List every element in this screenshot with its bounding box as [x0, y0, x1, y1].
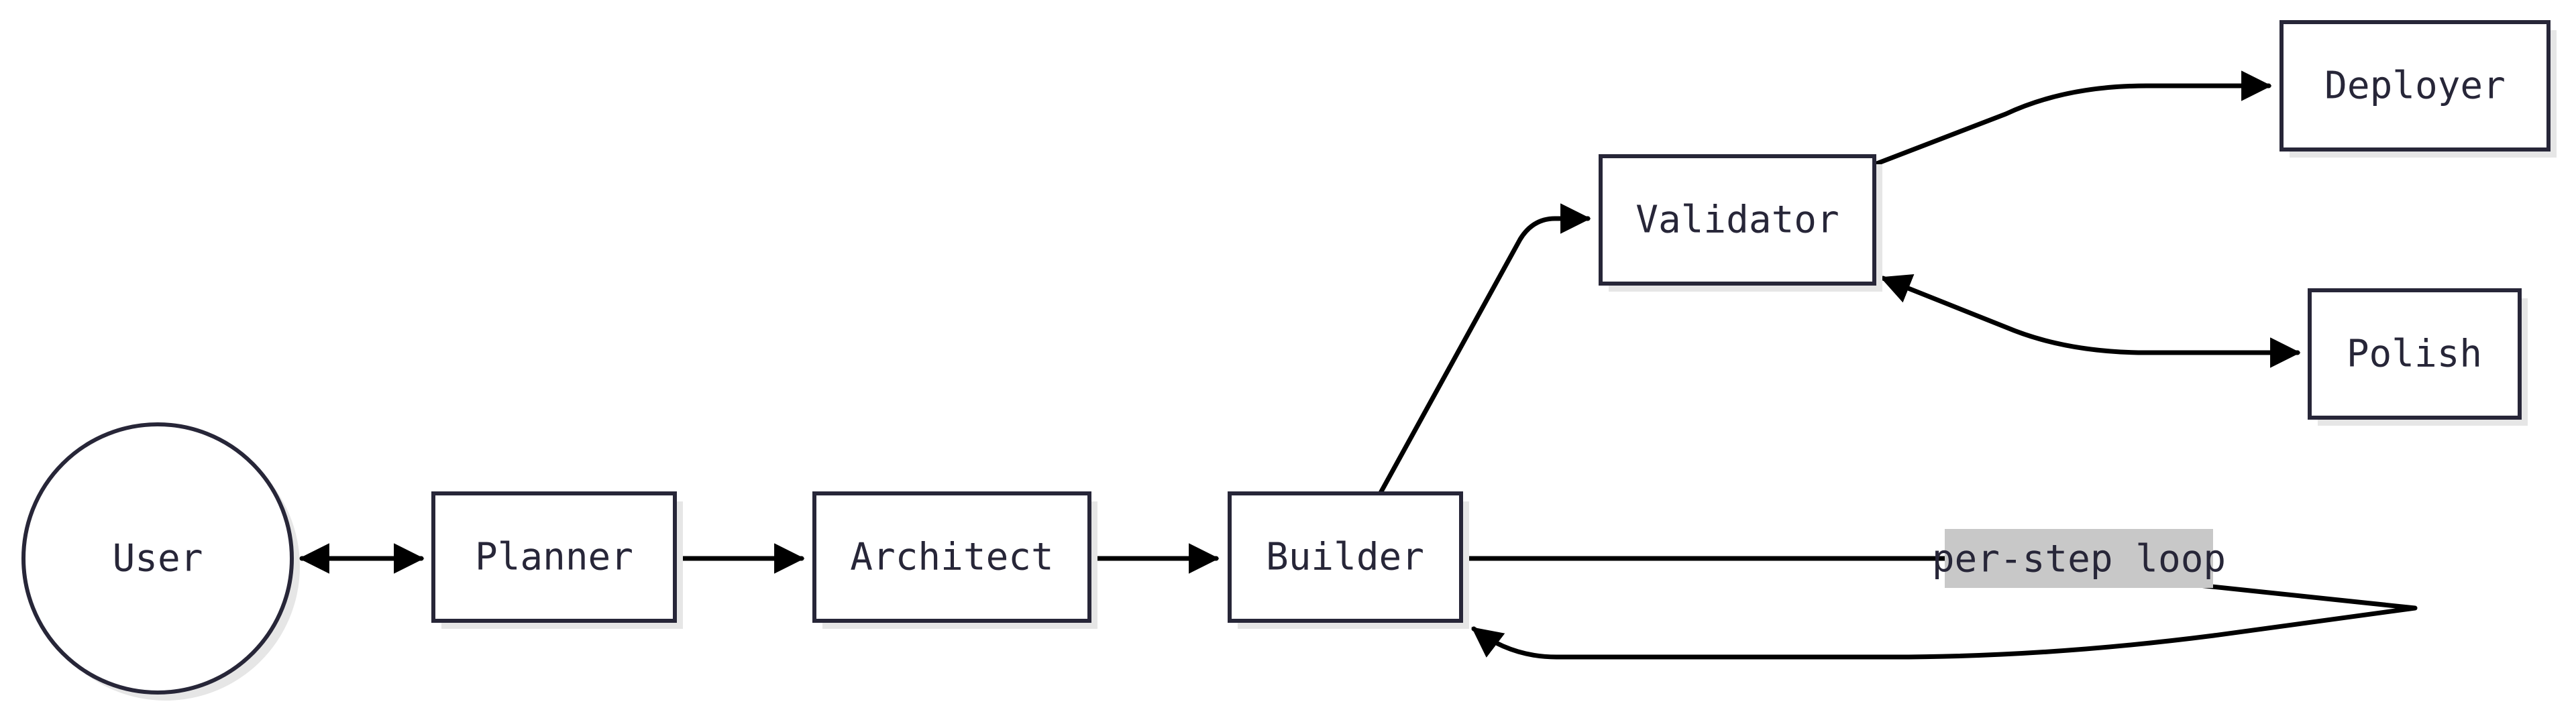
user-label: User	[113, 537, 203, 581]
loop-label-text: per-step loop	[1932, 538, 2226, 581]
deployer-box[interactable]	[2279, 20, 2551, 152]
node-planner[interactable]: Planner	[431, 491, 683, 629]
validator-box[interactable]	[1599, 154, 1876, 286]
node-user[interactable]: User	[21, 422, 300, 701]
user-circle[interactable]	[21, 422, 294, 695]
edge-validator-polish[interactable]	[1880, 274, 2301, 368]
node-deployer[interactable]: Deployer	[2279, 20, 2557, 158]
architect-label: Architect	[850, 536, 1053, 579]
deployer-label: Deployer	[2324, 64, 2506, 108]
edge-validator-deployer[interactable]	[1872, 70, 2272, 167]
polish-label: Polish	[2347, 333, 2482, 376]
planner-box[interactable]	[431, 491, 677, 623]
architect-box[interactable]	[812, 491, 1091, 623]
builder-box[interactable]	[1228, 491, 1463, 623]
node-validator[interactable]: Validator	[1599, 154, 1882, 292]
edge-builder-validator[interactable]	[1378, 203, 1591, 495]
builder-label: Builder	[1266, 536, 1424, 579]
edge-builder-loop[interactable]	[1458, 556, 2418, 660]
node-architect[interactable]: Architect	[812, 491, 1097, 629]
loop-label-background	[1945, 529, 2213, 588]
polish-box[interactable]	[2308, 288, 2522, 420]
edges	[299, 70, 2418, 660]
node-polish[interactable]: Polish	[2308, 288, 2528, 426]
validator-label: Validator	[1635, 198, 1839, 242]
loop-edge-label: per-step loop	[1932, 529, 2226, 588]
node-builder[interactable]: Builder	[1228, 491, 1469, 629]
planner-label: Planner	[475, 536, 633, 579]
